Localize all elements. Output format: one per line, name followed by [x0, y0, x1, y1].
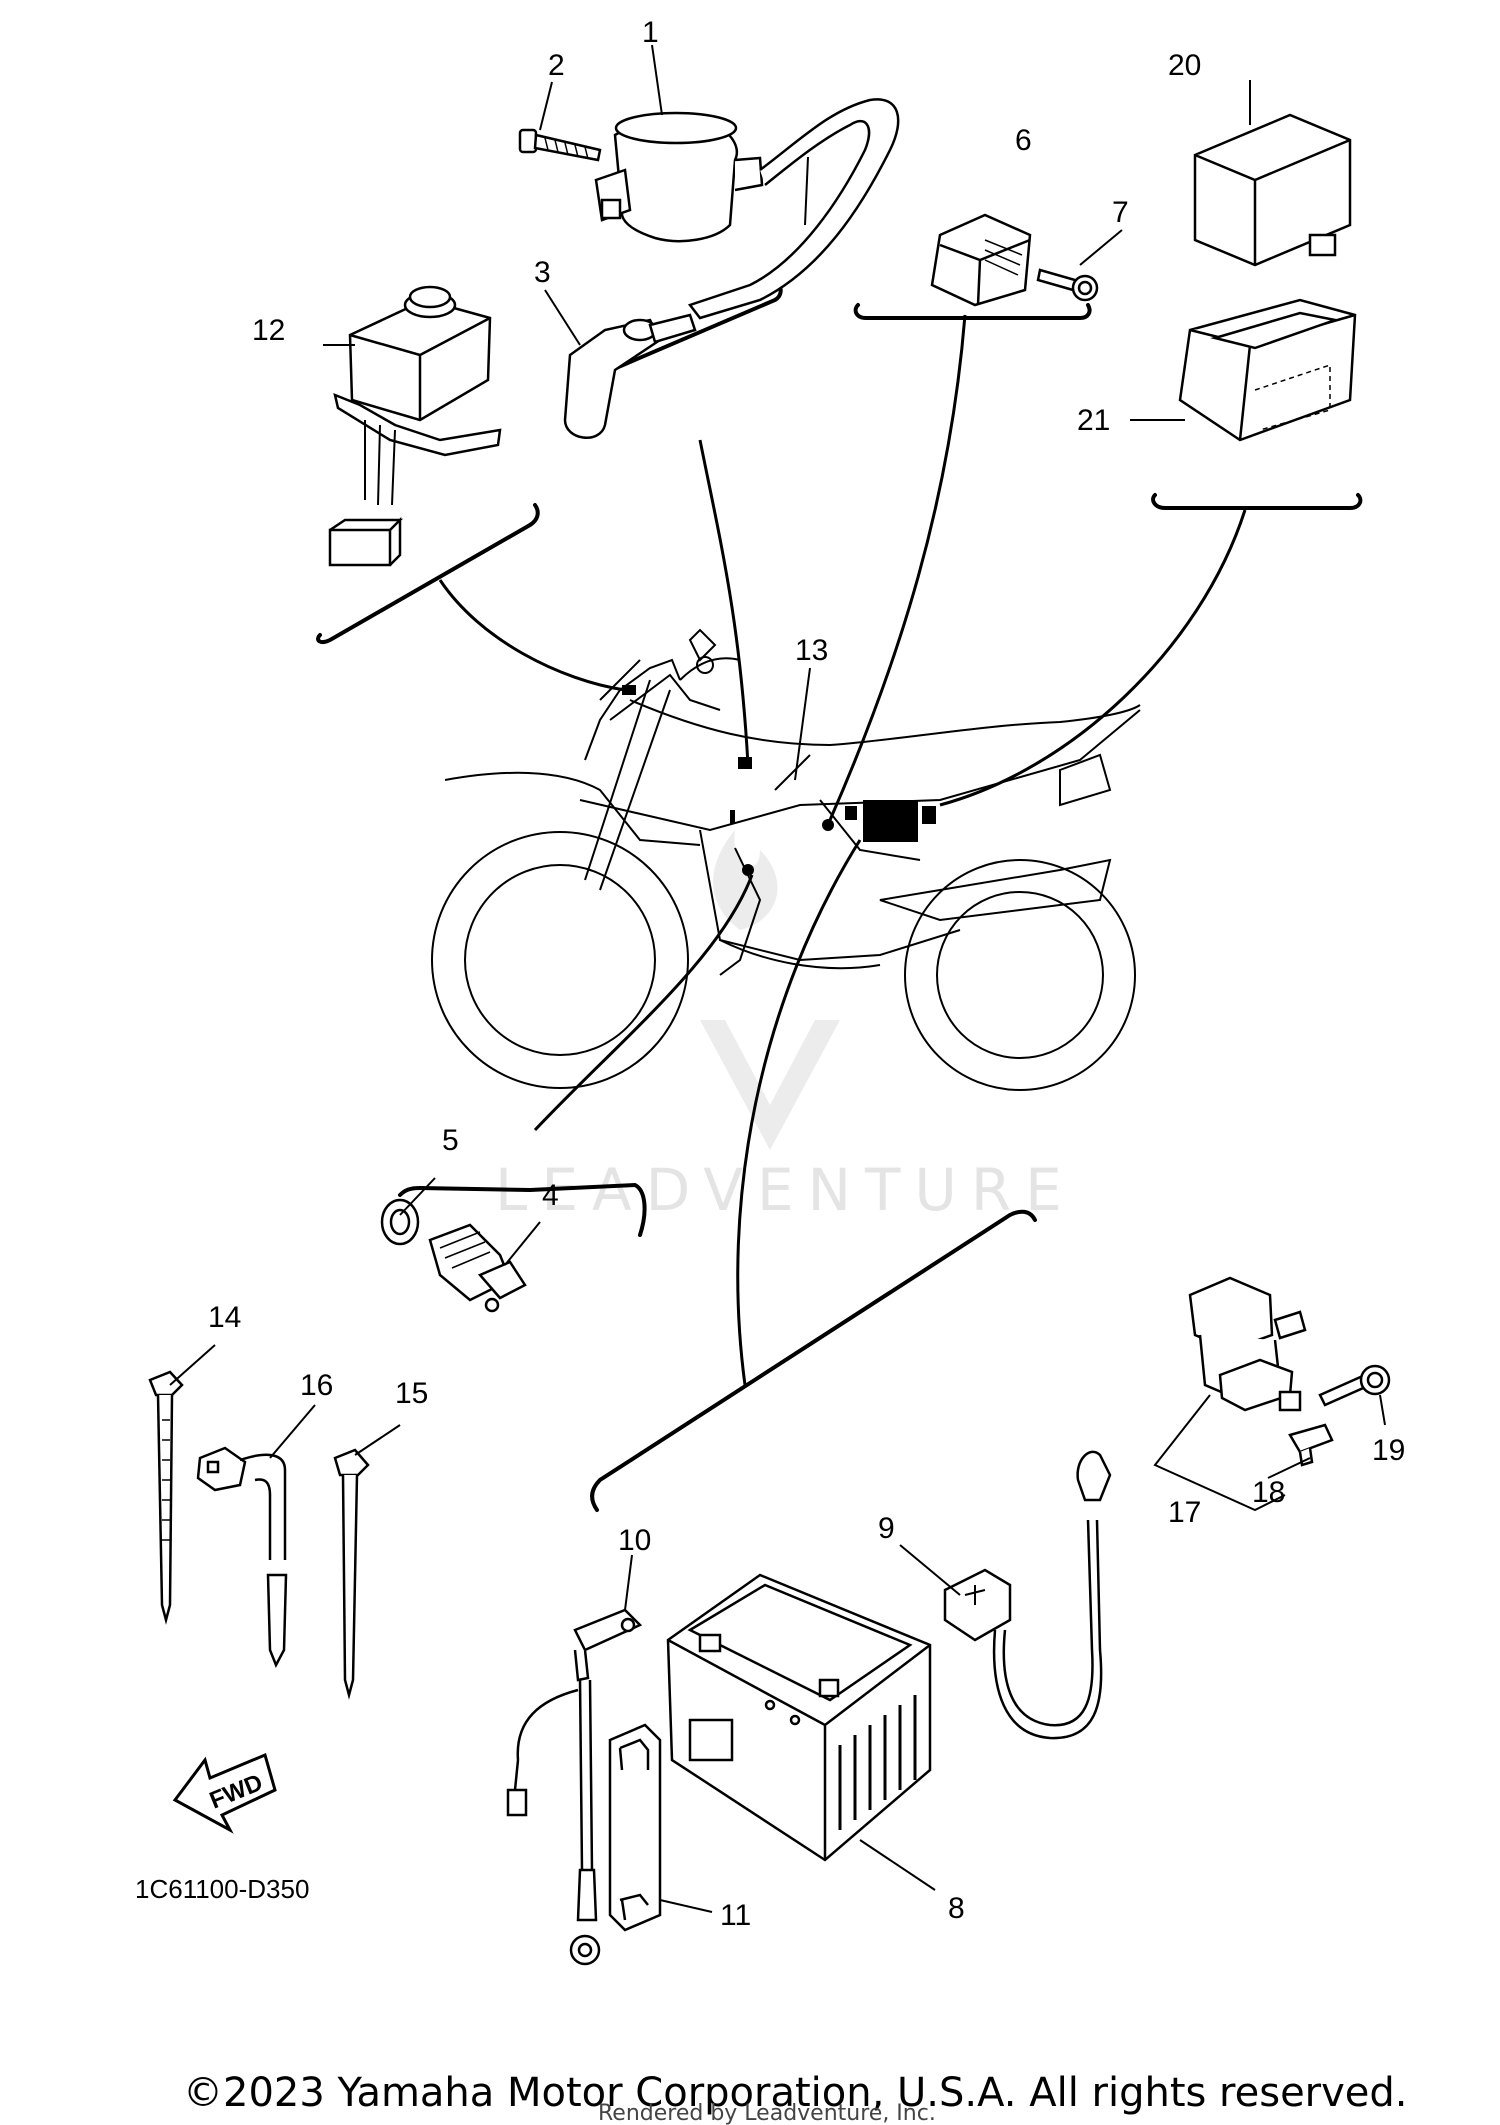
callout-11: 11 [720, 1899, 751, 1932]
diagram-code: 1C61100-D350 [135, 1874, 309, 1904]
callout-1: 1 [642, 16, 659, 49]
callout-7: 7 [1112, 196, 1129, 229]
neutral-switch-part [380, 1198, 527, 1313]
callout-12: 12 [252, 314, 285, 347]
terminal-cap-part [943, 1450, 1112, 1740]
regulator-part [930, 213, 1032, 307]
starter-relay-part [1188, 1276, 1307, 1412]
watermark-flame-icon [713, 830, 778, 930]
callout-8: 8 [948, 1892, 965, 1925]
cable-tie-part-15 [333, 1448, 370, 1700]
callout-10: 10 [618, 1524, 651, 1557]
callout-17: 17 [1168, 1496, 1201, 1529]
callout-20: 20 [1168, 49, 1201, 82]
bolt-part-7 [1036, 268, 1099, 302]
callout-5: 5 [442, 1124, 459, 1157]
plug-cap-part [563, 313, 697, 439]
watermark-v-icon [700, 1020, 840, 1150]
watermark: LEADVENTURE [495, 830, 1076, 1224]
copyright-notice: ©2023 Yamaha Motor Corporation, U.S.A. A… [183, 2070, 1408, 2116]
callout-2: 2 [548, 49, 565, 82]
callout-numbers: 1 2 3 4 5 6 7 8 9 10 11 12 13 14 15 16 1… [208, 16, 1405, 1932]
cdi-unit-part [1193, 113, 1352, 267]
callout-14: 14 [208, 1301, 241, 1334]
callout-15: 15 [395, 1377, 428, 1410]
ground-lead-part [506, 1608, 643, 1966]
callout-6: 6 [1015, 124, 1032, 157]
callout-19: 19 [1372, 1434, 1405, 1467]
watermark-text: LEADVENTURE [495, 1156, 1076, 1224]
callout-leaders [169, 44, 1386, 1913]
fwd-arrow-icon: FWD [172, 1752, 277, 1834]
leader-lines [438, 314, 1247, 1386]
relay-callout-lines [1153, 1394, 1286, 1512]
cable-tie-part-14 [148, 1370, 184, 1625]
switch-unit-part-12 [328, 285, 502, 567]
battery-band-part [608, 1723, 662, 1932]
connector-part-16 [196, 1446, 288, 1668]
callout-9: 9 [878, 1512, 895, 1545]
bolt-part-2 [518, 128, 602, 162]
callout-13: 13 [795, 634, 828, 667]
component-markers [622, 685, 936, 876]
ignition-coil-part [594, 98, 900, 320]
bolt-part-19 [1318, 1364, 1391, 1407]
fuse-part-18 [1288, 1423, 1334, 1467]
callout-18: 18 [1252, 1476, 1285, 1509]
battery-part [666, 1573, 932, 1862]
callout-16: 16 [300, 1369, 333, 1402]
motorcycle-outline [431, 628, 1141, 1091]
callout-3: 3 [534, 256, 551, 289]
rendered-by-notice: Rendered by Leadventure, Inc. [598, 2101, 936, 2125]
callout-21: 21 [1077, 404, 1110, 437]
holder-part [1178, 298, 1357, 442]
callout-4: 4 [542, 1179, 559, 1212]
